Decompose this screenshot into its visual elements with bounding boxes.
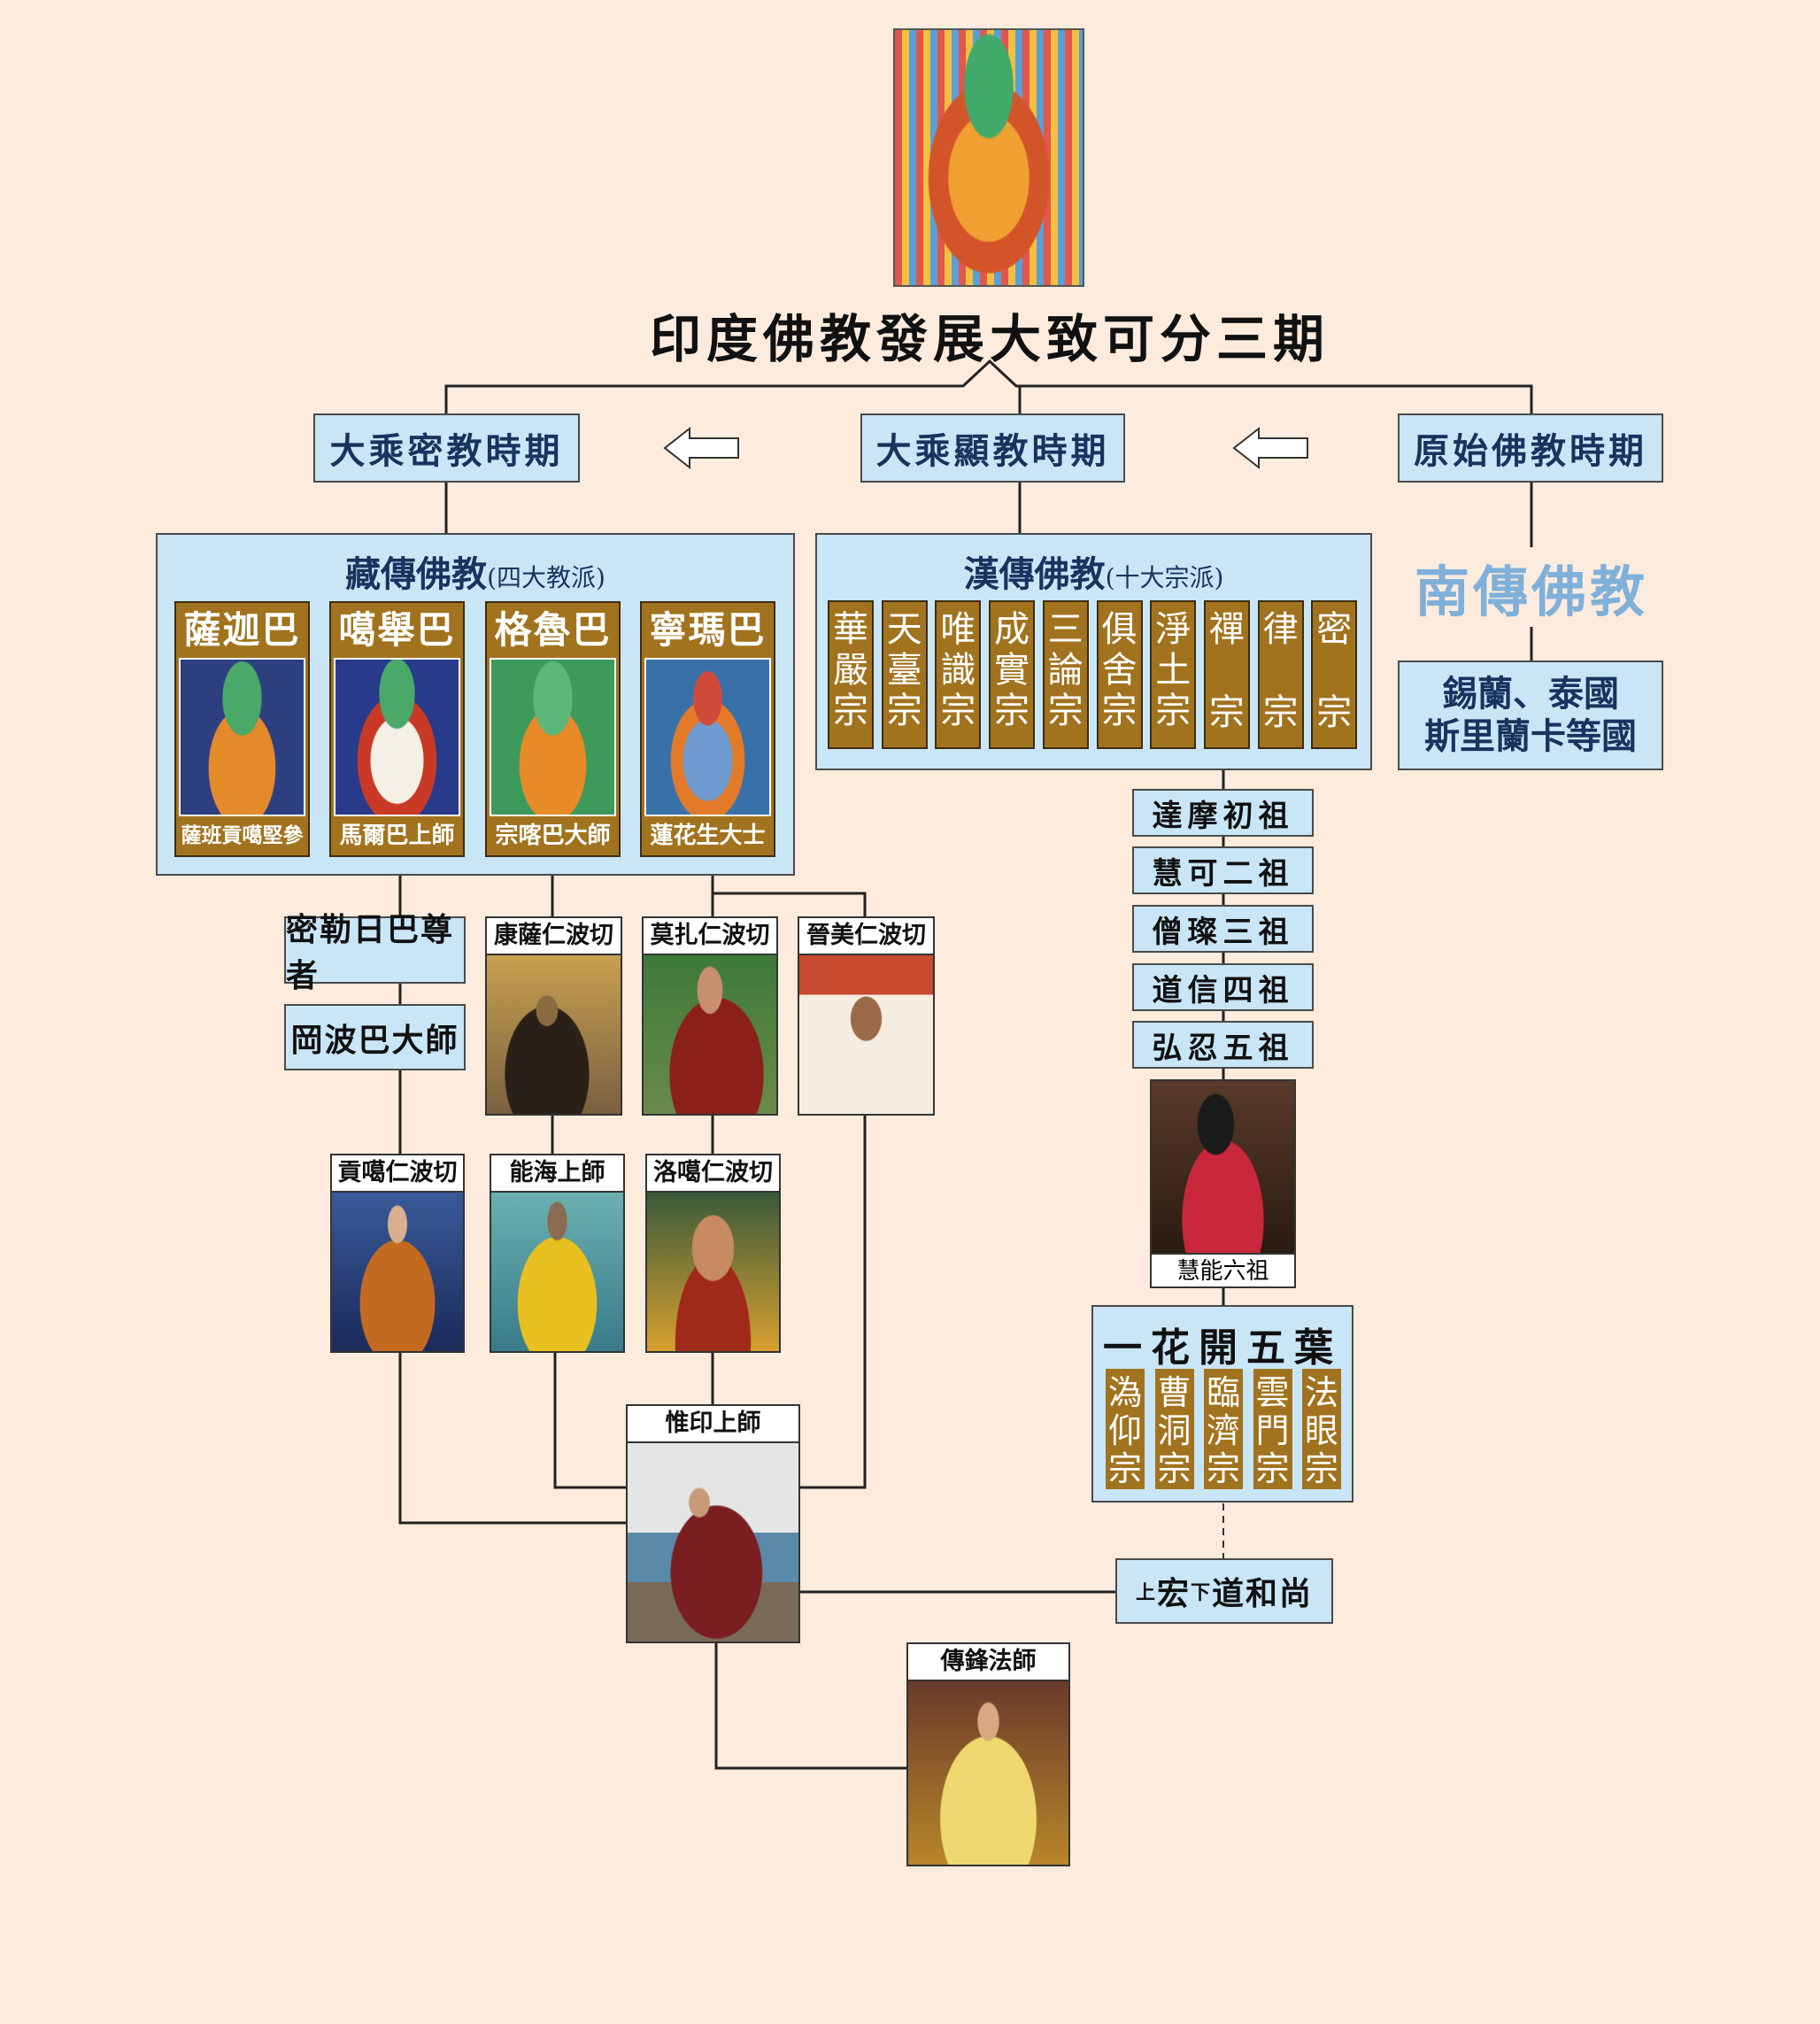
master-hongdao: 上宏下道和尚 bbox=[1115, 1558, 1333, 1624]
period-mahayana: 大乘顯教時期 bbox=[860, 413, 1125, 483]
gelug-thangka-image bbox=[490, 658, 616, 816]
milarepa-box: 密勒日巴尊者 bbox=[284, 911, 466, 994]
master-jinmei: 晉美仁波切 bbox=[798, 916, 935, 1116]
master-gongga: 貢噶仁波切 bbox=[330, 1154, 465, 1353]
period-vajrayana: 大乘密教時期 bbox=[313, 413, 580, 483]
page-title: 印度佛教發展大致可分三期 bbox=[649, 309, 1330, 369]
han-school-2: 唯識宗 bbox=[935, 600, 982, 749]
sixth-patriarch-card: 慧能六祖 bbox=[1150, 1079, 1296, 1288]
han-school-5: 俱舍宗 bbox=[1096, 600, 1143, 749]
patriarch-5: 弘忍五祖 bbox=[1132, 1021, 1314, 1069]
master-kangsa: 康薩仁波切 bbox=[485, 916, 622, 1116]
mozha-photo bbox=[644, 955, 776, 1114]
han-school-3: 成實宗 bbox=[989, 600, 1036, 749]
jinmei-photo bbox=[799, 955, 933, 1114]
patriarch-1: 達摩初祖 bbox=[1132, 789, 1314, 837]
patriarch-4: 道信四祖 bbox=[1132, 963, 1314, 1011]
school-sakya: 薩迦巴 薩班貢噶堅參 bbox=[174, 601, 310, 857]
han-heading: 漢傳佛教(十大宗派) bbox=[963, 553, 1224, 595]
han-school-9: 密宗 bbox=[1311, 600, 1358, 749]
patriarch-2: 慧可二祖 bbox=[1132, 846, 1314, 894]
chan-school-1: 曹洞宗 bbox=[1154, 1369, 1194, 1489]
patriarch-3: 僧璨三祖 bbox=[1132, 905, 1314, 953]
han-school-7: 禪宗 bbox=[1203, 600, 1250, 749]
arrow-left-icon bbox=[663, 426, 739, 470]
school-nyingma: 寧瑪巴 蓮花生大士 bbox=[640, 601, 775, 857]
han-school-8: 律宗 bbox=[1257, 600, 1304, 749]
school-gelug: 格魯巴 宗喀巴大師 bbox=[485, 601, 621, 857]
han-school-4: 三論宗 bbox=[1042, 600, 1089, 749]
sakya-thangka-image bbox=[179, 658, 305, 816]
chan-school-0: 溈仰宗 bbox=[1106, 1369, 1145, 1489]
chan-school-3: 雲門宗 bbox=[1253, 1369, 1292, 1489]
luoga-photo bbox=[647, 1193, 779, 1351]
master-nenghai: 能海上師 bbox=[490, 1154, 625, 1353]
southern-regions-box: 錫蘭、泰國 斯里蘭卡等國 bbox=[1398, 661, 1663, 770]
master-luoga: 洛噶仁波切 bbox=[645, 1154, 781, 1353]
nenghai-photo bbox=[491, 1193, 623, 1351]
gongga-photo bbox=[332, 1193, 463, 1351]
period-early-buddhism: 原始佛教時期 bbox=[1398, 413, 1663, 483]
master-chuanfeng: 傳鋒法師 bbox=[906, 1642, 1070, 1866]
weiyin-photo bbox=[628, 1443, 798, 1642]
han-school-0: 華嚴宗 bbox=[828, 600, 874, 749]
arrow-left-icon bbox=[1232, 426, 1308, 470]
kagyu-thangka-image bbox=[334, 658, 460, 816]
school-kagyu: 噶舉巴 馬爾巴上師 bbox=[329, 601, 465, 857]
chan-school-2: 臨濟宗 bbox=[1204, 1369, 1243, 1489]
master-weiyin: 惟印上師 bbox=[626, 1404, 800, 1643]
nyingma-thangka-image bbox=[644, 658, 771, 816]
southern-buddhism-title: 南傳佛教 bbox=[1407, 547, 1655, 627]
han-school-1: 天臺宗 bbox=[881, 600, 928, 749]
chuanfeng-photo bbox=[908, 1681, 1068, 1865]
master-mozha: 莫扎仁波切 bbox=[642, 916, 778, 1116]
kangsa-photo bbox=[487, 955, 621, 1114]
huineng-photo bbox=[1152, 1081, 1294, 1255]
gampopa-box: 岡波巴大師 bbox=[284, 1004, 466, 1070]
buddha-image bbox=[893, 28, 1084, 287]
chan-school-4: 法眼宗 bbox=[1302, 1369, 1341, 1489]
han-school-6: 淨土宗 bbox=[1150, 600, 1197, 749]
tibetan-heading: 藏傳佛教(四大教派) bbox=[345, 553, 605, 595]
